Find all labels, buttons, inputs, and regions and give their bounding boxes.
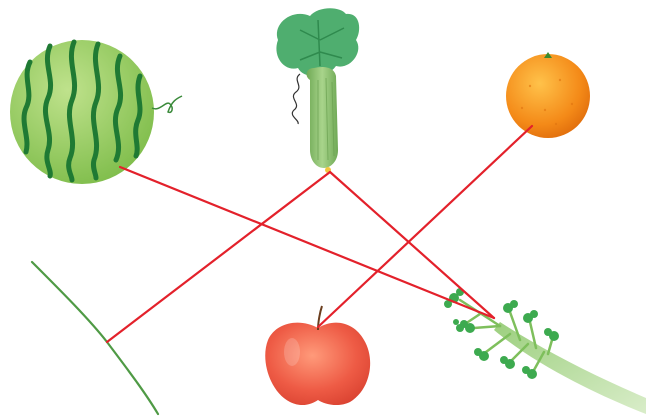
cucumber [276,8,359,173]
watermelon-tendril [152,96,182,112]
orange [506,52,590,138]
celery [444,288,646,414]
cucumber-tendril [292,74,300,124]
watermelon [10,40,182,184]
apple-highlight [284,338,300,366]
apple-body [265,323,370,405]
grass-stalk [32,262,158,414]
celery-stalk [494,322,646,414]
cucumber-leaf [276,8,359,76]
grass-stem [32,262,158,414]
connection-line-cucumber-grass [107,172,330,342]
orange-body [506,54,590,138]
connection-line-orange-apple [318,126,532,327]
connection-line-cucumber-celery [330,172,494,318]
apple [265,306,370,405]
